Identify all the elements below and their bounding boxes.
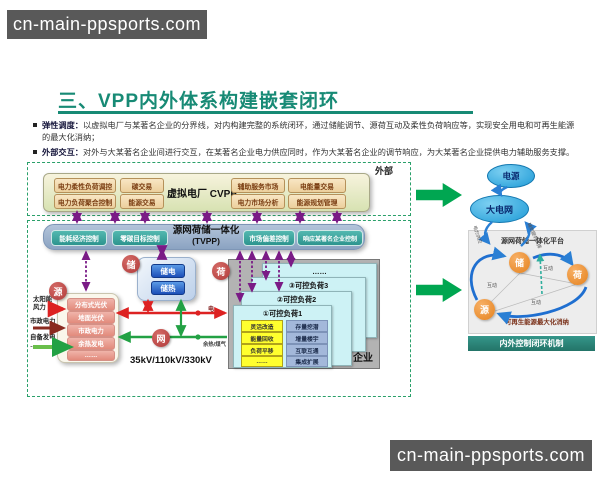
bullet-label: 外部交互：: [42, 147, 83, 157]
load-card-title: ③可控负荷3: [288, 281, 329, 290]
cvpp-item: 电力负荷聚合控制: [54, 194, 116, 209]
watermark-text: cn-main-ppsports.com: [12, 14, 202, 34]
card1-yellow-item: 负荷平移: [241, 344, 283, 356]
cvpp-item: 能源规划管理: [288, 194, 346, 209]
tvpp-pill: 响应某著名企业控制: [297, 230, 363, 246]
grid-node: 网: [152, 329, 170, 347]
green-right-arrow-icon: [416, 183, 462, 207]
platform-note: 可再生能源最大化消纳: [505, 319, 569, 326]
watermark-top-left: cn-main-ppsports.com: [7, 10, 207, 39]
tvpp-bar: 能耗经济控制 零碳目标控制 源网荷储一体化 (TVPP) 市场偏差控制 响应某著…: [43, 224, 365, 250]
load-card-1: ①可控负荷1 灵活改造 能量回收 负荷平移 …… 存量挖潜 增量楼宇 互联互通 …: [233, 305, 332, 368]
interact-label: 互动: [531, 300, 542, 306]
bullet-text: 以虚拟电厂与某著名企业的分界线，对内构建完整的系统闭环，通过储能调节、源荷互动及…: [42, 121, 575, 142]
tvpp-pill: 能耗经济控制: [51, 230, 107, 246]
bullet-label: 弹性调度：: [42, 121, 83, 130]
load-card-title: ……: [312, 267, 327, 276]
tvpp-pill: 零碳目标控制: [112, 230, 168, 246]
power-source-ellipse: 电源: [487, 164, 535, 188]
platform-storage-node: 储: [509, 252, 530, 273]
card1-yellow-item: 能量回收: [241, 332, 283, 344]
bullet-text: 对外与大某著名企业间进行交互，在某著名企业电力供应同时，作为大某著名企业的调节响…: [82, 147, 575, 157]
load-card-title: ②可控负荷2: [276, 295, 317, 304]
external-dashed-frame: [27, 162, 411, 216]
card1-blue-item: 增量楼宇: [286, 332, 328, 344]
watermark-bottom-right: cn-main-ppsports.com: [390, 440, 592, 471]
bullet-square-icon: [33, 149, 37, 154]
platform-source-node: 源: [474, 299, 495, 320]
interact-label: 互动: [543, 266, 554, 272]
bullet-square-icon: [33, 123, 37, 127]
source-item: 地面光伏: [67, 311, 115, 324]
card1-blue-item: 集成扩展: [286, 356, 328, 367]
bullet-item: 弹性调度：以虚拟电厂与某著名企业的分界线，对内构建完整的系统闭环，通过储能调节、…: [33, 120, 578, 144]
tvpp-title: 源网荷储一体化 (TVPP): [171, 225, 241, 247]
load-node: 荷: [212, 262, 230, 280]
bullet-item: 外部交互：对外与大某著名企业间进行交互，在某著名企业电力供应同时，作为大某著名企…: [33, 147, 578, 159]
card1-blue-item: 存量挖潜: [286, 320, 328, 332]
internal-dashed-frame: [27, 220, 411, 397]
card1-yellow-item: 灵活改造: [241, 320, 283, 332]
cvpp-item: 电力柔性负荷调控: [54, 178, 116, 193]
cvpp-item: 能源交易: [120, 194, 164, 209]
platform-load-node: 荷: [567, 264, 588, 285]
title-underline: [58, 111, 473, 114]
voltage-label: 35kV/110kV/330kV: [130, 355, 212, 366]
cvpp-item: 电力市场分析: [231, 194, 285, 209]
source-item: ……: [67, 350, 115, 361]
storage-item: 储热: [151, 281, 185, 295]
interact-label: 互动: [487, 283, 498, 289]
cvpp-item: 碳交易: [120, 178, 164, 193]
source-item: 余热发电: [67, 337, 115, 350]
input-label-solar-wind: 太阳能 风力: [33, 296, 53, 311]
storage-box: 储电 储热: [137, 257, 196, 301]
enterprise-box: …… ③可控负荷3 ②可控负荷2 ①可控负荷1 灵活改造 能量回收 负荷平移 ……: [228, 259, 380, 369]
cvpp-item: 辅助服务市场: [231, 178, 285, 193]
load-card-title: ①可控负荷1: [262, 309, 303, 318]
tvpp-title-line1: 源网荷储一体化: [172, 225, 240, 236]
page-title: 三、VPP内外体系构建嵌套闭环: [58, 91, 340, 112]
cvpp-item: 电能量交易: [288, 178, 346, 193]
source-item: 分布式光伏: [67, 298, 115, 311]
green-right-arrow-icon: [416, 278, 462, 302]
platform-title: 源网荷储一体化平台: [501, 238, 564, 245]
storage-item: 储电: [151, 264, 185, 278]
card1-yellow-item: ……: [241, 356, 283, 367]
storage-node: 储: [122, 255, 140, 273]
input-label-municipal: 市政电力: [30, 318, 56, 325]
enterprise-label: 企业: [353, 353, 373, 364]
source-node: 源: [49, 282, 67, 300]
external-label: 外部: [375, 166, 394, 176]
tvpp-pill: 市场偏差控制: [243, 230, 295, 246]
source-item: 市政电力: [67, 324, 115, 337]
bullet-list: 弹性调度：以虚拟电厂与某著名企业的分界线，对内构建完整的系统闭环，通过储能调节、…: [33, 120, 578, 162]
cvpp-title: 虚拟电厂 CVPP: [166, 189, 237, 200]
source-box: 分布式光伏 地面光伏 市政电力 余热发电 ……: [57, 293, 119, 363]
watermark-text: cn-main-ppsports.com: [396, 445, 586, 465]
tvpp-title-line2: (TVPP): [192, 235, 220, 246]
card1-blue-item: 互联互通: [286, 344, 328, 356]
heat-gas-line-label: 余热/煤气: [203, 342, 227, 348]
big-grid-ellipse: 大电网: [470, 195, 529, 223]
input-label-self-gen: 自备发电 …: [30, 334, 56, 349]
electric-line-label: 电: [208, 307, 215, 313]
closed-loop-banner: 内外控制闭环机制: [468, 336, 595, 351]
cvpp-box: 电力柔性负荷调控 电力负荷聚合控制 碳交易 能源交易 虚拟电厂 CVPP 辅助服…: [43, 173, 370, 212]
